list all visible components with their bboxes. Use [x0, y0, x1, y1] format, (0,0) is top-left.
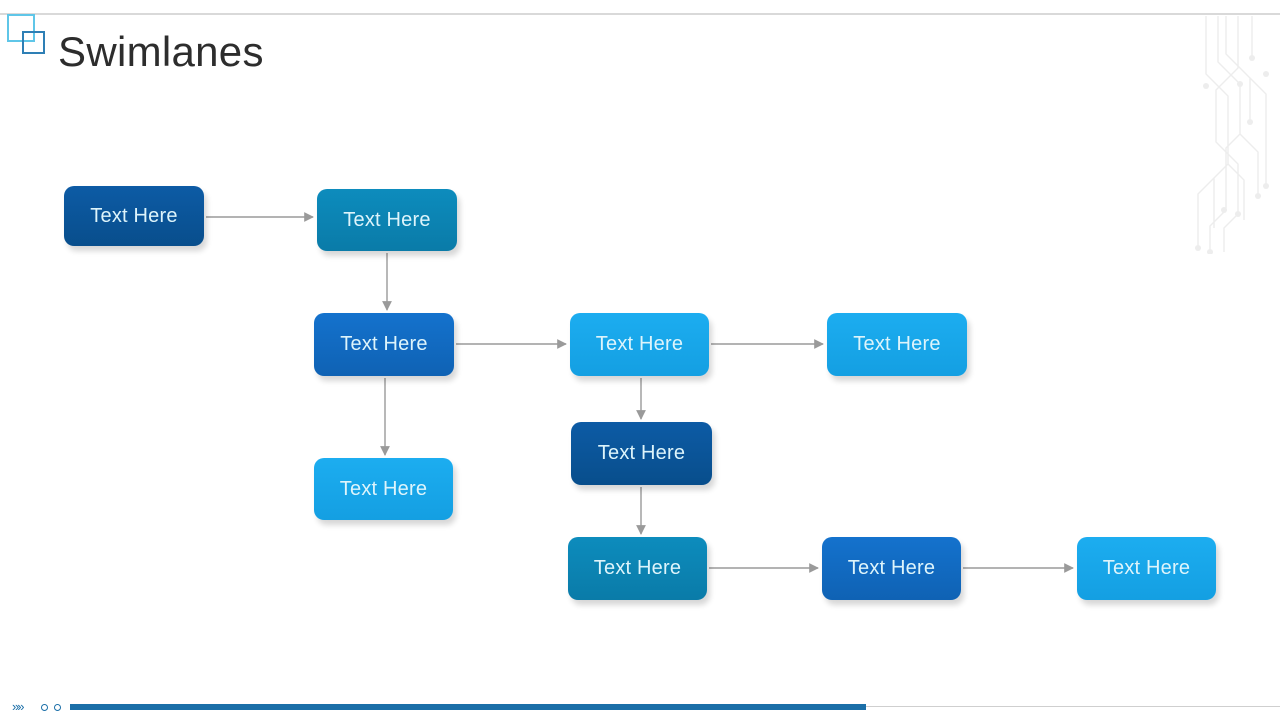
footer-accent-bar — [70, 704, 866, 710]
flow-node-label: Text Here — [595, 333, 684, 355]
flow-node-n3[interactable]: Text Here — [314, 313, 454, 376]
flow-node-label: Text Here — [593, 557, 682, 579]
flow-node-n4[interactable]: Text Here — [570, 313, 709, 376]
flow-node-label: Text Here — [343, 208, 431, 231]
flow-node-label: Text Here — [847, 557, 936, 579]
flow-node-label: Text Here — [340, 333, 428, 355]
flow-node-n6[interactable]: Text Here — [314, 458, 453, 520]
flow-node-n5[interactable]: Text Here — [827, 313, 967, 376]
page-title: Swimlanes — [58, 28, 264, 75]
flow-node-label: Text Here — [339, 477, 428, 500]
flow-node-n9[interactable]: Text Here — [822, 537, 961, 600]
flow-node-n1[interactable]: Text Here — [64, 186, 204, 246]
chevrons-icon: »» — [12, 699, 25, 714]
logo-square-inner-icon — [22, 31, 45, 54]
logo-square-outer-icon — [7, 14, 35, 42]
flow-node-n10[interactable]: Text Here — [1077, 537, 1216, 600]
flow-node-label: Text Here — [1102, 557, 1191, 579]
flow-node-n7[interactable]: Text Here — [571, 422, 712, 485]
header-divider — [0, 13, 1280, 15]
footer-rule — [866, 706, 1280, 707]
flow-node-label: Text Here — [90, 204, 178, 227]
overlapping-squares-logo-icon — [7, 14, 53, 60]
footer-dot-one-icon — [41, 704, 48, 711]
flow-node-n8[interactable]: Text Here — [568, 537, 707, 600]
footer-dot-two-icon — [54, 704, 61, 711]
flow-node-label: Text Here — [853, 333, 941, 355]
flow-node-n2[interactable]: Text Here — [317, 189, 457, 251]
flow-node-label: Text Here — [597, 442, 686, 464]
